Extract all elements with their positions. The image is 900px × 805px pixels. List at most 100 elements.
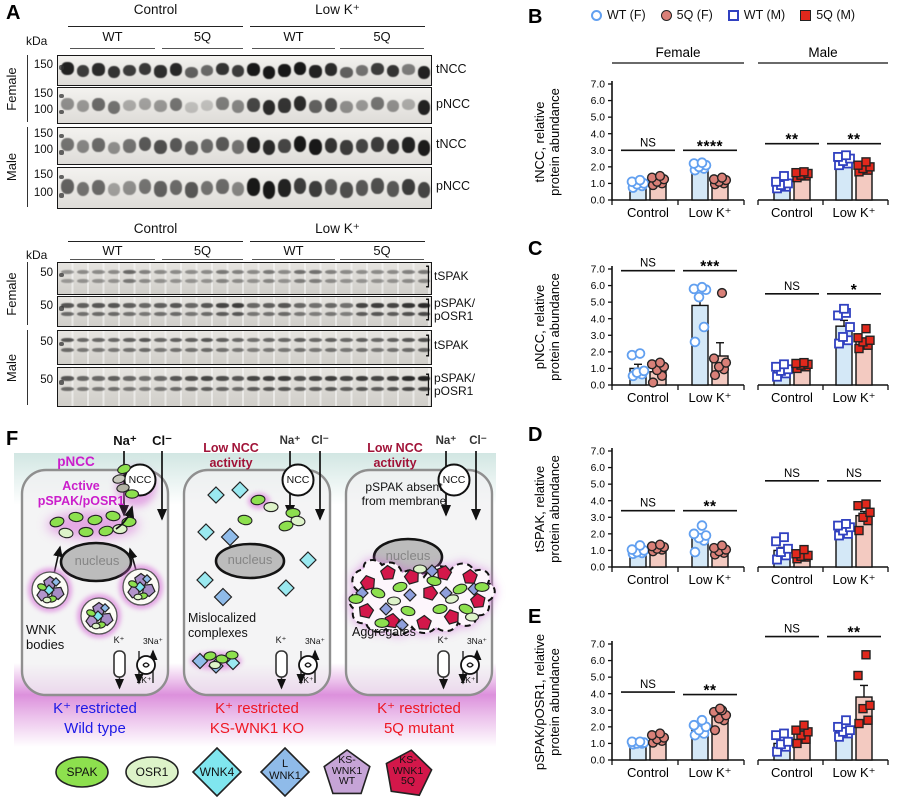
spak-osr1-oval — [225, 650, 239, 660]
blot-strip — [57, 167, 432, 209]
spak-osr1-oval — [133, 593, 143, 601]
x-category-label: Control — [627, 205, 669, 220]
protein-band — [402, 98, 415, 111]
spak-osr1-oval — [370, 587, 386, 599]
protein-band — [309, 180, 322, 198]
spak-osr1-oval — [112, 474, 126, 484]
protein-band — [107, 376, 121, 381]
protein-band — [402, 269, 415, 274]
wnk1-pentagon — [416, 614, 432, 630]
protein-band — [123, 269, 136, 274]
caption-5q-mutant: K⁺ restricted 5Q mutant — [346, 699, 492, 738]
protein-band — [417, 66, 431, 79]
wnk-diamond — [395, 618, 409, 632]
significance-label: NS — [846, 468, 862, 480]
significance-label: ** — [785, 132, 799, 149]
caption-line2: KS-WNK1 KO — [209, 719, 305, 737]
significance-label: ** — [847, 625, 861, 642]
protein-band — [154, 65, 167, 78]
protein-band — [76, 140, 90, 154]
panel-label-d: D — [528, 424, 543, 446]
protein-band — [123, 376, 136, 381]
protein-band — [386, 181, 400, 197]
protein-band — [386, 338, 400, 343]
y-tick-label: 4.0 — [591, 689, 606, 700]
square-open-navy-icon — [727, 9, 739, 21]
protein-band — [231, 100, 245, 113]
protein-band — [371, 303, 384, 308]
protein-band — [324, 376, 338, 381]
protein-band — [107, 269, 121, 274]
protein-band — [386, 311, 400, 316]
protein-band — [216, 137, 229, 152]
spak-osr1-oval — [124, 489, 140, 499]
protein-band — [185, 101, 198, 113]
data-point — [716, 172, 728, 183]
kda-marker: 50 — [40, 335, 53, 348]
genotype-header: WT — [102, 29, 123, 44]
protein-band — [262, 376, 276, 381]
protein-band — [169, 138, 183, 153]
protein-band — [355, 180, 369, 196]
potassium-pump-label: 2K⁺ — [460, 675, 476, 685]
caption-line2: Wild type — [64, 719, 126, 737]
y-tick-label: 6.0 — [591, 96, 606, 107]
sodium-ion-label: Na⁺ — [435, 435, 457, 447]
genotype-header: 5Q — [373, 243, 391, 258]
genotype-header-line — [252, 48, 335, 49]
x-category-label: Low K⁺ — [833, 205, 876, 220]
kda-marker: 150 — [33, 59, 53, 72]
protein-band — [154, 311, 167, 316]
kda-marker: 50 — [40, 266, 53, 279]
y-axis-label: protein abundance — [547, 273, 562, 381]
data-point — [841, 150, 851, 161]
wnk-diamond — [196, 571, 214, 589]
protein-band — [61, 278, 74, 283]
model-diagram-graphics — [14, 451, 496, 798]
spak-osr1-oval — [86, 609, 96, 617]
protein-band — [417, 303, 431, 308]
protein-band — [324, 278, 338, 283]
genotype-header: WT — [283, 29, 304, 44]
spak-osr1-oval — [105, 510, 121, 522]
significance-label: ** — [847, 132, 861, 149]
protein-band — [107, 100, 121, 114]
protein-band — [324, 347, 338, 352]
y-tick-label: 2.0 — [591, 529, 606, 540]
data-point — [716, 287, 728, 299]
protein-band — [216, 269, 229, 274]
protein-band — [309, 338, 322, 343]
protein-band — [278, 98, 291, 113]
protein-band — [185, 140, 198, 155]
protein-band — [185, 387, 198, 392]
y-axis-label: protein abundance — [547, 88, 562, 196]
data-point — [863, 715, 873, 725]
protein-band — [309, 138, 322, 155]
data-point — [861, 650, 871, 660]
legend-item: WT (F) — [591, 8, 646, 22]
genotype-header-line — [70, 48, 155, 49]
blot-strip — [57, 87, 432, 124]
protein-band — [355, 387, 369, 392]
data-point — [688, 719, 700, 731]
protein-band — [123, 387, 136, 392]
wnk1-pentagon — [443, 609, 459, 625]
data-point — [716, 540, 728, 551]
sodium-pump-label: 3Na⁺ — [142, 636, 164, 646]
y-tick-label: 7.0 — [591, 80, 606, 91]
protein-band — [355, 376, 369, 381]
y-tick-label: 3.0 — [591, 513, 606, 524]
data-point — [865, 700, 875, 711]
data-point — [861, 323, 871, 334]
protein-band — [169, 278, 183, 283]
protein-band — [231, 269, 245, 274]
potassium-channel-label: K⁺ — [437, 635, 449, 645]
wnk-bodies-label: WNK bodies — [26, 622, 65, 653]
legend-shape-2 — [191, 746, 243, 798]
protein-band — [262, 99, 276, 115]
blot-strip — [57, 330, 432, 365]
protein-band — [309, 376, 322, 381]
protein-band — [61, 97, 74, 110]
potassium-channel-label: K⁺ — [275, 635, 287, 645]
